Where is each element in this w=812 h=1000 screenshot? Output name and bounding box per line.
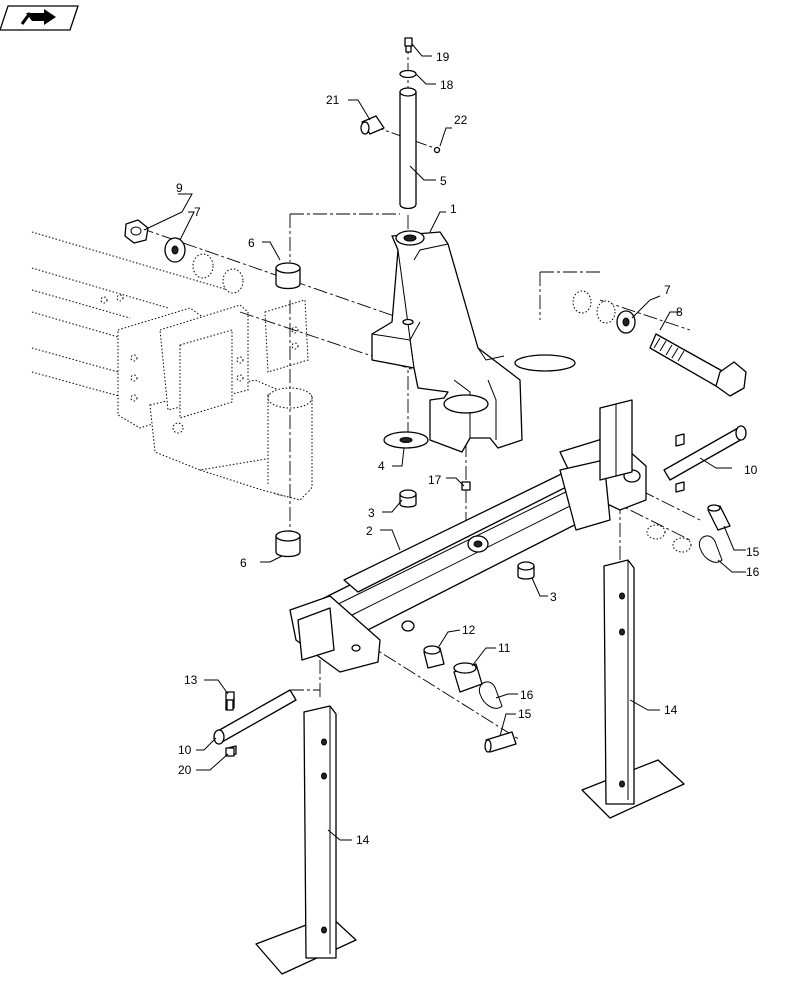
callout-labels: 19 18 21 22 5 1 9 7 6 7 8 4 10 17 3 2 15… — [176, 50, 760, 847]
callout-20: 20 — [178, 763, 192, 777]
part-22-fitting — [433, 146, 441, 154]
callout-11: 11 — [498, 641, 511, 655]
part-8-bolt — [649, 333, 747, 397]
part-16-clip-left — [478, 681, 503, 709]
part-11-bushing — [453, 662, 483, 693]
part-10-pin-right — [663, 425, 747, 493]
callout-14a: 14 — [664, 703, 678, 717]
part-1-hitch-bracket — [371, 230, 576, 453]
callout-8: 8 — [676, 305, 683, 319]
callout-7b: 7 — [664, 283, 671, 297]
callout-15b: 15 — [518, 707, 532, 721]
callout-16a: 16 — [746, 565, 760, 579]
callout-3a: 3 — [368, 506, 375, 520]
callout-17: 17 — [428, 473, 442, 487]
part-3-bushing-upper — [399, 489, 417, 508]
callout-10b: 10 — [178, 743, 192, 757]
part-7-washer-right — [616, 310, 636, 334]
ghost-bushings-right — [646, 524, 692, 553]
part-18-washer — [399, 69, 417, 79]
callout-21: 21 — [326, 93, 340, 107]
callout-19: 19 — [436, 50, 450, 64]
part-3-bushing-lower — [517, 561, 535, 580]
part-6-bushing-lower — [275, 530, 301, 558]
navigation-arrow-icon[interactable] — [0, 5, 79, 31]
callout-13: 13 — [184, 673, 198, 687]
part-9-nut — [124, 219, 149, 244]
callout-22: 22 — [454, 113, 468, 127]
part-16-clip-right — [698, 535, 723, 563]
leader-lines — [143, 43, 746, 841]
part-13-bolt — [225, 691, 235, 711]
callout-14b: 14 — [356, 833, 370, 847]
part-serrated-washers-left — [192, 253, 244, 294]
part-21-bushing — [360, 115, 385, 135]
part-serrated-washers-right — [572, 290, 616, 324]
part-17-bolt — [461, 481, 471, 491]
callout-12: 12 — [462, 623, 476, 637]
part-2-main-frame — [289, 399, 647, 673]
ghost-toolbar-frame — [31, 231, 313, 501]
part-12-bushing — [423, 645, 445, 669]
callout-2: 2 — [366, 524, 373, 538]
part-19-bolt — [404, 37, 413, 53]
part-5-pin — [399, 87, 417, 210]
callout-5: 5 — [440, 174, 447, 188]
callout-1: 1 — [450, 202, 457, 216]
part-6-bushing-upper — [275, 262, 301, 290]
callout-15a: 15 — [746, 545, 760, 559]
part-20-nut — [225, 747, 235, 757]
callout-9: 9 — [176, 181, 183, 195]
part-4-washer — [383, 431, 429, 449]
callout-3b: 3 — [550, 590, 557, 604]
callout-10a: 10 — [744, 463, 758, 477]
part-14-stand-left — [255, 705, 357, 975]
callout-6a: 6 — [248, 236, 255, 250]
callout-4: 4 — [378, 459, 385, 473]
part-15-pin-right — [707, 504, 731, 531]
callout-18: 18 — [440, 78, 454, 92]
part-14-stand-right — [581, 559, 685, 819]
part-15-pin-left — [484, 731, 517, 753]
callout-7a: 7 — [194, 205, 201, 219]
callout-6b: 6 — [240, 556, 247, 570]
callout-16b: 16 — [520, 688, 534, 702]
